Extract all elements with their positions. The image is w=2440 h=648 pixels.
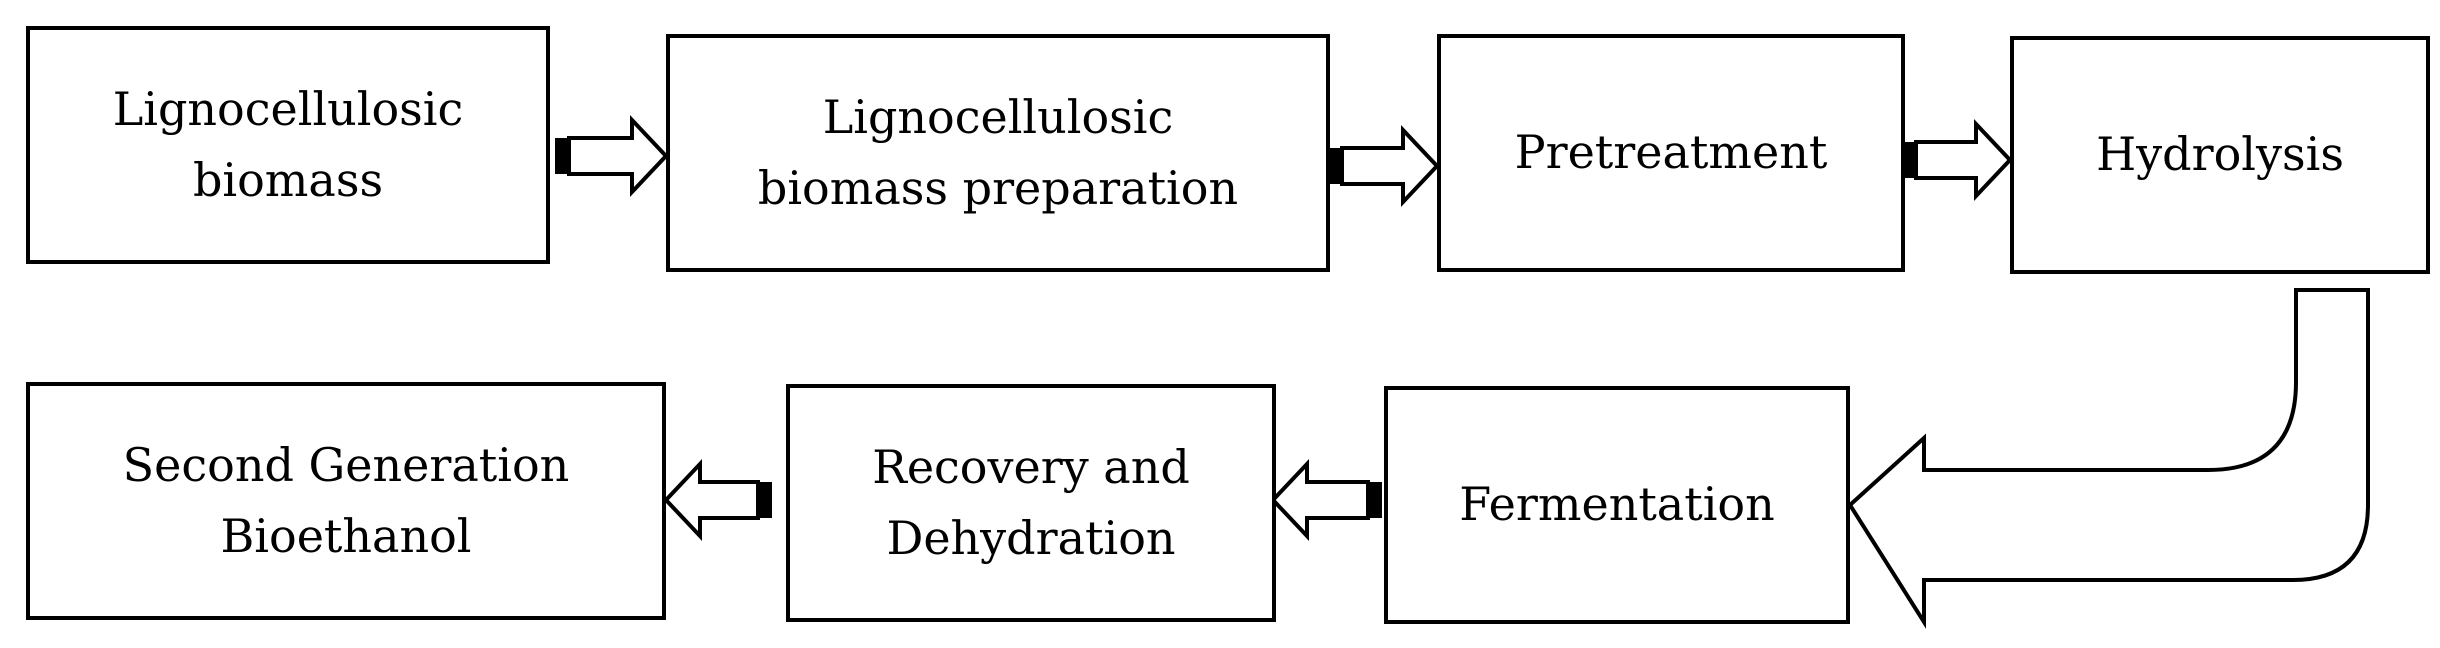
- node-label-line: Lignocellulosic: [112, 81, 464, 136]
- node-recovery-dehydration: Recovery and Dehydration: [786, 384, 1276, 622]
- node-label-line: Hydrolysis: [2096, 127, 2344, 182]
- arrow-preparation-to-pretreatment: [1328, 124, 1440, 208]
- node-fermentation: Fermentation: [1384, 386, 1850, 624]
- node-biomass-preparation: Lignocellulosic biomass preparation: [666, 34, 1330, 272]
- node-label-line: biomass: [192, 153, 384, 207]
- node-lignocellulosic-biomass: Lignocellulosic biomass: [26, 26, 550, 264]
- arrow-hydrolysis-to-fermentation: [1847, 288, 2370, 629]
- node-label-line: Pretreatment: [1514, 125, 1828, 180]
- node-label-line: Dehydration: [886, 511, 1176, 565]
- arrow-fermentation-to-recovery: [1270, 458, 1382, 542]
- arrow-biomass-to-preparation: [555, 114, 669, 198]
- node-label-line: Second Generation: [122, 437, 570, 492]
- node-second-generation-bioethanol: Second Generation Bioethanol: [26, 382, 666, 620]
- node-label-line: Bioethanol: [220, 509, 472, 563]
- node-label-line: biomass preparation: [757, 161, 1239, 215]
- node-label-line: Recovery and: [872, 439, 1190, 494]
- node-label-line: Lignocellulosic: [822, 89, 1174, 144]
- arrow-pretreatment-to-hydrolysis: [1902, 118, 2013, 202]
- node-label-line: Fermentation: [1459, 477, 1775, 532]
- node-hydrolysis: Hydrolysis: [2010, 36, 2430, 274]
- node-pretreatment: Pretreatment: [1437, 34, 1905, 272]
- arrow-recovery-to-bioethanol: [663, 458, 772, 542]
